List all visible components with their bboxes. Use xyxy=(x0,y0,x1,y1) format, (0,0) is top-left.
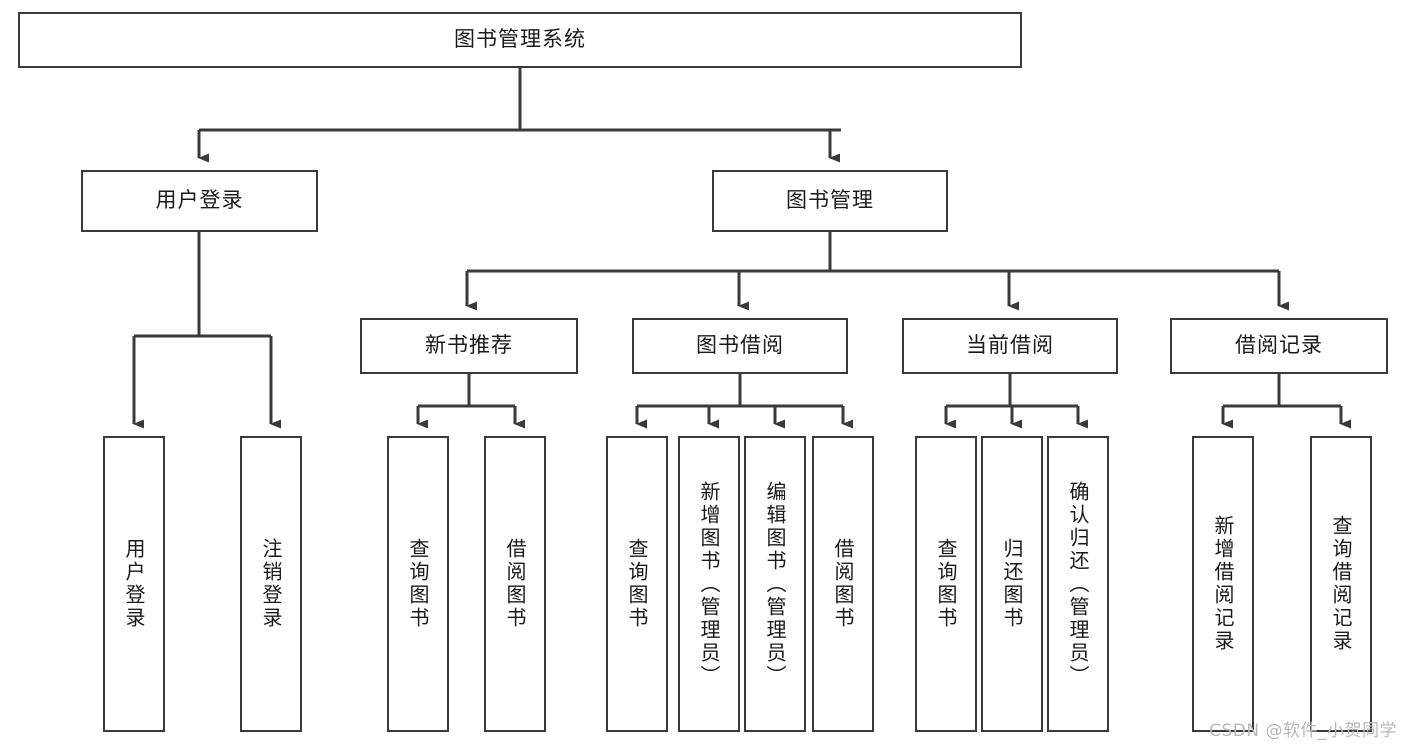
node-leaf-return-book[interactable]: 归还图书 xyxy=(981,436,1043,732)
node-leaf-query-book-rec-label: 查询图书 xyxy=(406,538,430,630)
node-leaf-query-record-label: 查询借阅记录 xyxy=(1329,515,1353,653)
node-leaf-user-login-label: 用户登录 xyxy=(122,538,146,630)
node-leaf-borrow-book-rec[interactable]: 借阅图书 xyxy=(484,436,546,732)
node-leaf-confirm-return-label: 确认归还（管理员） xyxy=(1066,480,1090,688)
node-new-book-rec-label: 新书推荐 xyxy=(425,333,513,358)
node-leaf-return-book-label: 归还图书 xyxy=(1000,538,1024,630)
node-leaf-query-book-b[interactable]: 查询图书 xyxy=(606,436,668,732)
node-book-borrow[interactable]: 图书借阅 xyxy=(632,318,848,374)
node-root[interactable]: 图书管理系统 xyxy=(18,12,1022,68)
node-leaf-borrow-book-b[interactable]: 借阅图书 xyxy=(812,436,874,732)
node-leaf-query-record[interactable]: 查询借阅记录 xyxy=(1310,436,1372,732)
node-leaf-add-book-label: 新增图书（管理员） xyxy=(697,480,721,688)
node-leaf-query-book-c[interactable]: 查询图书 xyxy=(915,436,977,732)
node-book-manage-label: 图书管理 xyxy=(786,188,874,213)
node-leaf-add-book[interactable]: 新增图书（管理员） xyxy=(678,436,740,732)
node-leaf-edit-book-label: 编辑图书（管理员） xyxy=(763,480,787,688)
node-leaf-query-book-c-label: 查询图书 xyxy=(934,538,958,630)
node-leaf-user-login[interactable]: 用户登录 xyxy=(103,436,165,732)
node-current-borrow-label: 当前借阅 xyxy=(966,333,1054,358)
node-leaf-confirm-return[interactable]: 确认归还（管理员） xyxy=(1047,436,1109,732)
node-root-label: 图书管理系统 xyxy=(454,27,586,52)
node-borrow-record[interactable]: 借阅记录 xyxy=(1170,318,1388,374)
watermark-text: CSDN @软件_小贺同学 xyxy=(1209,721,1397,741)
node-book-borrow-label: 图书借阅 xyxy=(696,333,784,358)
node-current-borrow[interactable]: 当前借阅 xyxy=(902,318,1118,374)
node-leaf-borrow-book-rec-label: 借阅图书 xyxy=(503,538,527,630)
node-leaf-borrow-book-b-label: 借阅图书 xyxy=(831,538,855,630)
node-leaf-add-record[interactable]: 新增借阅记录 xyxy=(1192,436,1254,732)
node-new-book-rec[interactable]: 新书推荐 xyxy=(360,318,578,374)
node-leaf-add-record-label: 新增借阅记录 xyxy=(1211,515,1235,653)
node-leaf-user-logout-label: 注销登录 xyxy=(259,538,283,630)
node-book-manage[interactable]: 图书管理 xyxy=(712,170,948,232)
node-leaf-query-book-rec[interactable]: 查询图书 xyxy=(387,436,449,732)
node-user-login[interactable]: 用户登录 xyxy=(81,170,318,232)
node-leaf-user-logout[interactable]: 注销登录 xyxy=(240,436,302,732)
node-leaf-query-book-b-label: 查询图书 xyxy=(625,538,649,630)
node-leaf-edit-book[interactable]: 编辑图书（管理员） xyxy=(744,436,806,732)
node-borrow-record-label: 借阅记录 xyxy=(1235,333,1323,358)
node-user-login-label: 用户登录 xyxy=(155,188,244,213)
